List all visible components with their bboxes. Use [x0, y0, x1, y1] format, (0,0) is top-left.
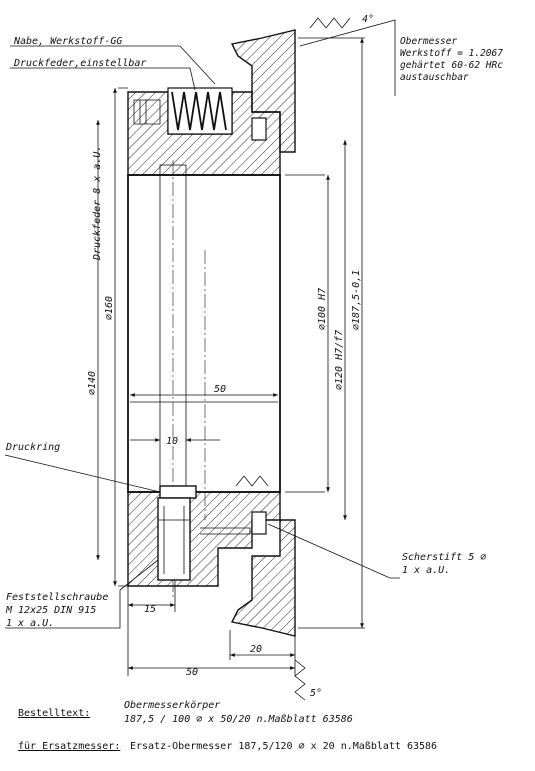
dim-15: 15 [144, 604, 156, 615]
dim-d120: ∅120 H7/f7 [334, 330, 345, 390]
compression-spring [171, 91, 227, 131]
dim-d100: ∅100 H7 [317, 288, 328, 330]
dim-d160: ∅160 [104, 296, 115, 320]
edge-mark-mid [235, 475, 269, 487]
label-feststell-2: M 12x25 DIN 915 [5, 605, 96, 616]
hub-bore [127, 174, 281, 493]
shear-pin-bottom [251, 511, 267, 535]
dim-d187: ∅187,5-0,1 [351, 270, 362, 330]
dim-angle-top: 4° [362, 14, 374, 25]
label-druckring: Druckring [5, 442, 60, 453]
label-scherstift-2: 1 x a.U. [402, 565, 450, 576]
ersatz-text: Ersatz-Obermesser 187,5/120 ∅ x 20 n.Maß… [130, 741, 437, 752]
spring-screw [133, 99, 161, 125]
label-feststell-3: 1 x a.U. [6, 618, 54, 629]
label-obermesser-1: Obermesser [400, 36, 457, 47]
bestelltext-label: Bestelltext: [18, 708, 90, 719]
edge-mark-bottom [294, 659, 306, 701]
dim-50-bottom: 50 [186, 667, 198, 678]
label-obermesser-4: austauschbar [400, 72, 469, 83]
bestelltext-line1: Obermesserkörper [124, 700, 220, 711]
edge-mark-top [309, 17, 351, 29]
label-obermesser-2: Werkstoff = 1.2067 [400, 48, 503, 59]
label-obermesser-3: gehärtet 60-62 HRc [400, 60, 503, 71]
shear-pin-top [251, 117, 267, 141]
dim-20: 20 [250, 644, 262, 655]
set-screw [157, 497, 191, 581]
pressure-ring [159, 485, 197, 499]
ersatz-label: für Ersatzmesser: [18, 741, 120, 752]
dim-10: 10 [166, 436, 178, 447]
dim-angle-bottom: 5° [310, 688, 322, 699]
label-scherstift-1: Scherstift 5 ∅ [402, 552, 486, 563]
label-druckfeder-vertical: Druckfeder 8 x a.U. [92, 146, 103, 261]
label-feststell-1: Feststellschraube [6, 592, 108, 603]
bestelltext-line2: 187,5 / 100 ∅ x 50/20 n.Maßblatt 63586 [124, 714, 353, 725]
label-druckfeder: Druckfeder,einstellbar [13, 58, 146, 69]
knife-ring-bottom [230, 519, 296, 637]
dim-d140: ∅140 [87, 371, 98, 395]
dim-50-inner: 50 [214, 384, 226, 395]
label-nabe: Nabe, Werkstoff-GG [13, 36, 122, 47]
